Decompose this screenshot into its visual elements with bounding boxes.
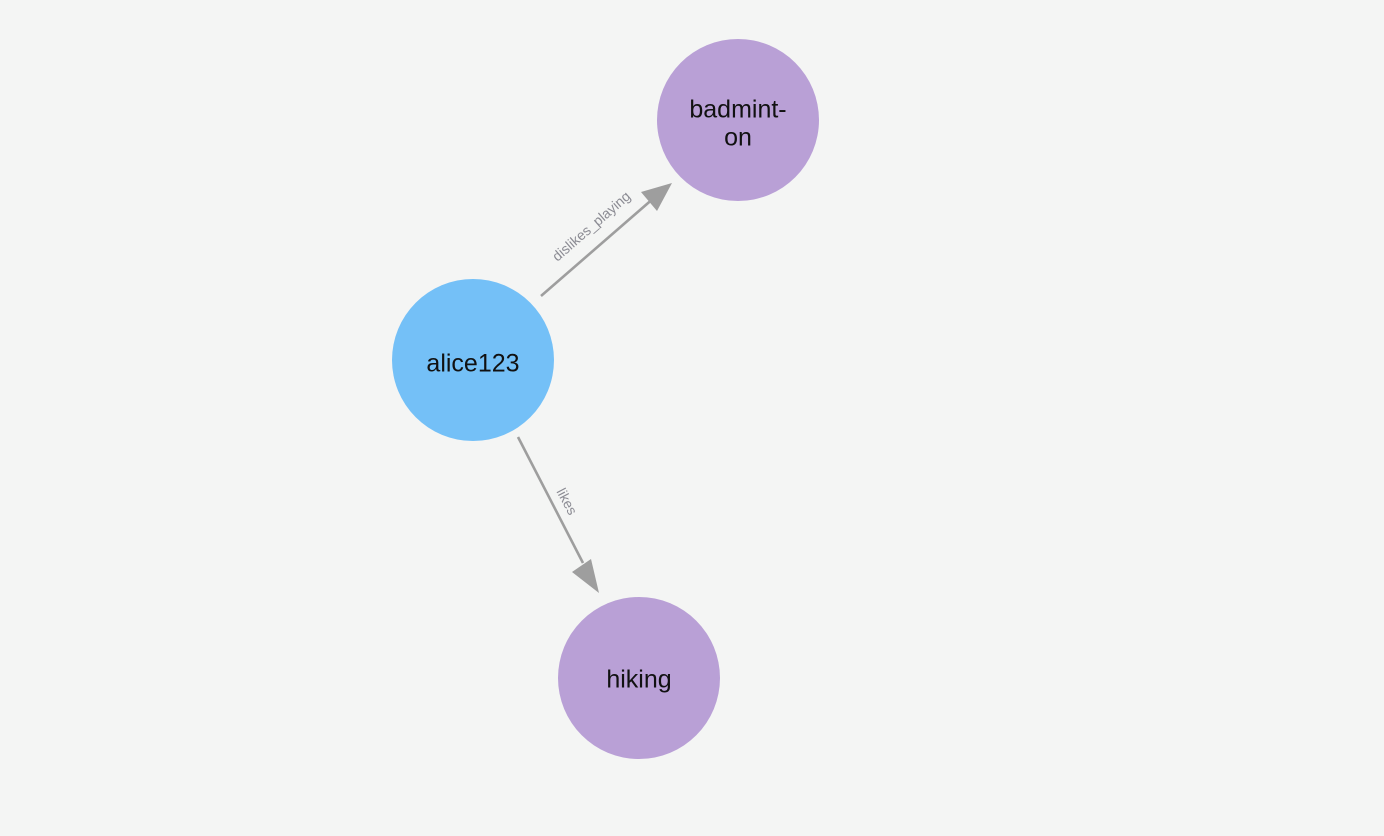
node-circle-hiking[interactable]: [558, 597, 720, 759]
node-hiking[interactable]: hiking: [558, 597, 720, 759]
node-circle-alice123[interactable]: [392, 279, 554, 441]
node-badminton[interactable]: badmint- on: [657, 39, 819, 201]
arrowhead-icon-likes: [572, 559, 599, 593]
node-circle-badminton[interactable]: [657, 39, 819, 201]
edge-likes[interactable]: likes: [516, 436, 599, 593]
edge-line-dislikes-playing[interactable]: [540, 196, 656, 297]
nodes-layer: badmint- on alice123 hiking: [392, 39, 819, 759]
edge-line-likes[interactable]: [516, 436, 585, 564]
arrowhead-icon-dislikes-playing: [641, 183, 672, 211]
node-alice123[interactable]: alice123: [392, 279, 554, 441]
edge-dislikes-playing[interactable]: dislikes_playing: [540, 183, 672, 297]
